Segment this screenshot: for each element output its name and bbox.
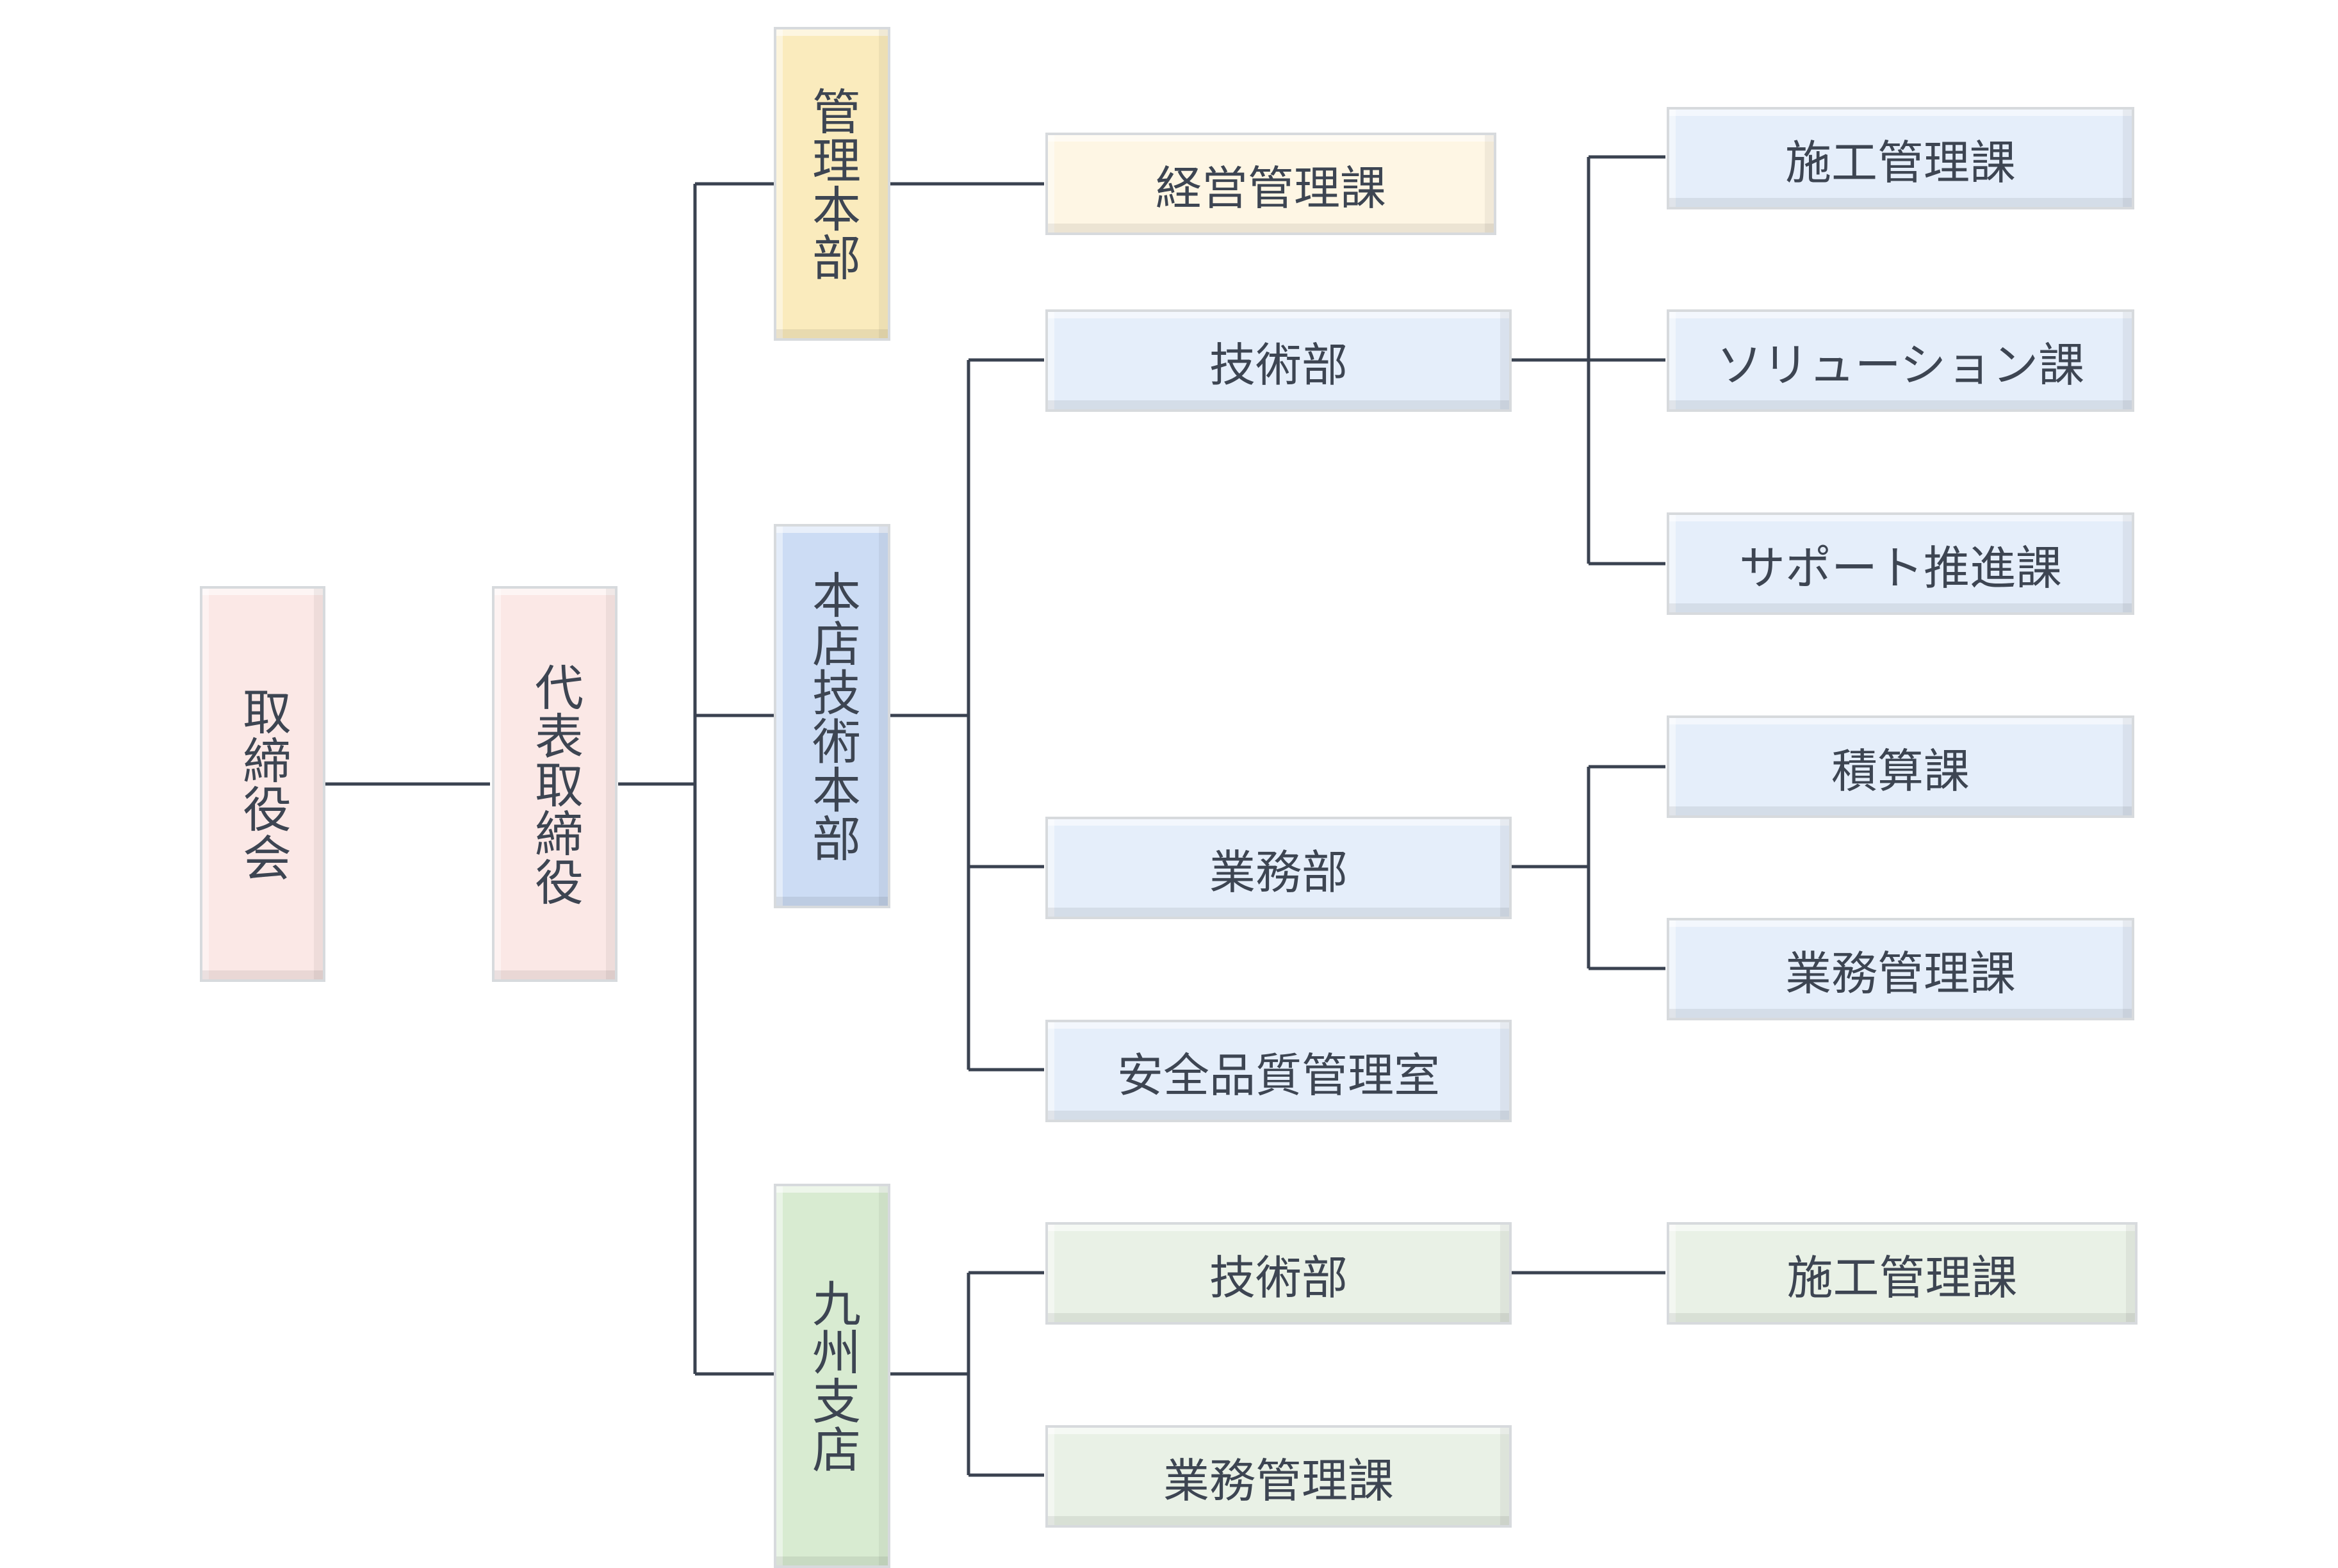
node-kyushu: 九州支店 — [774, 1184, 890, 1568]
node-kyushu-business-mgmt: 業務管理課 — [1045, 1425, 1512, 1528]
node-mgmt-planning: 経営管理課 — [1045, 133, 1496, 235]
node-board-label: 取締役会 — [234, 687, 291, 881]
node-solution-label: ソリューション課 — [1716, 338, 2085, 392]
node-solution: ソリューション課 — [1667, 309, 2134, 412]
node-admin-hq: 管理本部 — [774, 27, 890, 341]
node-kyushu-tech-dept-label: 技術部 — [1209, 1250, 1348, 1305]
node-support-promo-label: サポート推進課 — [1738, 541, 2062, 595]
node-kyushu-label: 九州支店 — [804, 1278, 861, 1473]
node-business-mgmt: 業務管理課 — [1667, 918, 2134, 1020]
node-estimation: 積算課 — [1667, 715, 2134, 818]
node-business-dept-label: 業務部 — [1209, 845, 1348, 899]
node-kyushu-business-mgmt-label: 業務管理課 — [1163, 1453, 1394, 1508]
node-estimation-label: 積算課 — [1831, 744, 1970, 798]
node-board: 取締役会 — [200, 586, 325, 982]
node-kyushu-tech-dept: 技術部 — [1045, 1222, 1512, 1325]
node-kyushu-construction-mgmt-label: 施工管理課 — [1786, 1250, 2018, 1305]
node-safety-quality-label: 安全品質管理室 — [1116, 1048, 1440, 1102]
node-business-mgmt-label: 業務管理課 — [1785, 946, 2016, 1000]
node-safety-quality: 安全品質管理室 — [1045, 1020, 1512, 1122]
node-tech-dept: 技術部 — [1045, 309, 1512, 412]
node-kyushu-construction-mgmt: 施工管理課 — [1667, 1222, 2138, 1325]
node-tech-hq: 本店技術本部 — [774, 524, 890, 908]
node-construction-mgmt-label: 施工管理課 — [1785, 135, 2016, 190]
node-president: 代表取締役 — [492, 586, 617, 982]
node-construction-mgmt: 施工管理課 — [1667, 107, 2134, 209]
node-president-label: 代表取締役 — [527, 662, 584, 906]
node-tech-hq-label: 本店技術本部 — [804, 570, 861, 862]
node-mgmt-planning-label: 経営管理課 — [1155, 161, 1386, 215]
node-admin-hq-label: 管理本部 — [804, 86, 861, 281]
node-support-promo: サポート推進課 — [1667, 512, 2134, 615]
node-tech-dept-label: 技術部 — [1209, 338, 1348, 392]
node-business-dept: 業務部 — [1045, 817, 1512, 919]
